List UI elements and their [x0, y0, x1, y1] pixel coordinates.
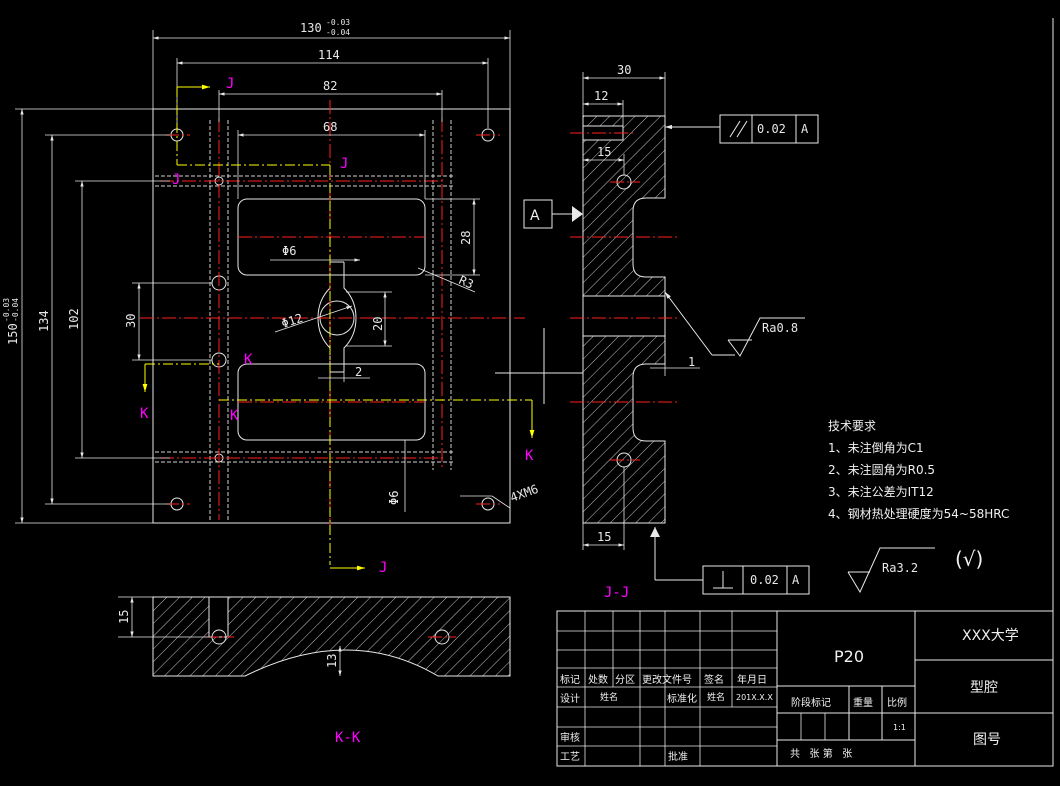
- tb-xingming-1: 姓名: [600, 691, 618, 703]
- dim-150-tol-lo: -0.04: [11, 298, 20, 322]
- dim-150: 150: [6, 323, 20, 345]
- dim-114: 114: [318, 48, 340, 62]
- tb-biaoji: 标记: [560, 674, 580, 686]
- letter-k-2: K: [140, 406, 149, 422]
- tb-scale: 1:1: [893, 723, 906, 732]
- section-kk: 15 13 K-K: [117, 596, 511, 746]
- title-block: 标记 处数 分区 更改文件号 签名 年月日 设计 姓名 标准化 姓名 201X.…: [556, 610, 1054, 767]
- section-markers: J J J J K K K K: [140, 76, 535, 576]
- roughness-ra08: Ra0.8: [762, 321, 798, 335]
- letter-k-3: K: [230, 408, 239, 424]
- plan-view: [140, 100, 525, 535]
- tb-zhongliang: 重量: [853, 696, 873, 709]
- tb-part-name: 型腔: [970, 680, 998, 696]
- dim-68: 68: [323, 120, 337, 134]
- tb-fenqu: 分区: [615, 674, 635, 686]
- dim-phi12: Φ12: [280, 311, 305, 331]
- tb-gongzhang: 共 张 第 张: [790, 747, 852, 760]
- tech-title: 技术要求: [828, 419, 876, 433]
- perpendicularity-datum: A: [792, 573, 800, 587]
- tb-nianyueri: 年月日: [737, 673, 767, 686]
- dim-phi6-a: Φ6: [282, 244, 296, 258]
- tech-item-2: 2、未注圆角为R0.5: [828, 462, 935, 477]
- dim-side-1: 1: [688, 355, 695, 369]
- gdt-annotations: A 0.02 A 0.02 A Ra0.8 Ra3.2 (√): [495, 114, 983, 595]
- datum-a-letter: A: [530, 208, 540, 224]
- dim-kk-13: 13: [325, 654, 339, 668]
- view-kk-title: K-K: [335, 730, 361, 746]
- dim-150-tol-up: -0.03: [2, 298, 11, 322]
- tb-date: 201X.X.X: [736, 693, 773, 702]
- tech-item-1: 1、未注倒角为C1: [828, 440, 924, 455]
- plate-outline: [152, 108, 511, 524]
- tb-xingming-2: 姓名: [707, 691, 725, 703]
- center-slot: [317, 262, 357, 372]
- dim-130-tol-up: -0.03: [326, 18, 350, 27]
- dim-28: 28: [459, 231, 473, 245]
- dim-kk-15: 15: [117, 610, 131, 624]
- tb-gongyi: 工艺: [560, 751, 580, 763]
- dim-102: 102: [67, 308, 81, 330]
- view-jj-title: J-J: [604, 585, 629, 601]
- dim-130: 130: [300, 21, 322, 35]
- tb-qianming: 签名: [704, 673, 724, 686]
- tb-shenhe: 审核: [560, 731, 580, 744]
- perpendicularity-frame: [702, 565, 810, 595]
- tb-sheji: 设计: [560, 692, 580, 705]
- tb-school: XXX大学: [962, 628, 1019, 644]
- tb-biaozhunhua: 标准化: [667, 692, 697, 705]
- letter-j-4: J: [379, 560, 387, 576]
- letter-k-1: K: [244, 352, 253, 368]
- letter-j-2: J: [340, 156, 348, 172]
- dim-r3: R3: [457, 273, 476, 292]
- dim-2: 2: [355, 365, 362, 379]
- tb-bili: 比例: [887, 696, 907, 709]
- dim-side-15b: 15: [597, 530, 611, 544]
- letter-k-4: K: [525, 448, 534, 464]
- technical-requirements: 技术要求 1、未注倒角为C1 2、未注圆角为R0.5 3、未注公差为IT12 4…: [828, 419, 1009, 521]
- tech-item-4: 4、钢材热处理硬度为54~58HRC: [828, 506, 1009, 521]
- section-jj: 30 12 15 15 1 J-J: [570, 63, 700, 601]
- dim-4xm6: 4XM6: [508, 482, 540, 505]
- tb-drawing-no: 图号: [973, 732, 1001, 748]
- letter-j-3: J: [172, 172, 180, 188]
- dim-134: 134: [37, 310, 51, 332]
- parallelism-datum: A: [801, 122, 809, 136]
- dim-side-12: 12: [594, 89, 608, 103]
- tb-pizhun: 批准: [668, 750, 688, 763]
- tb-wenjian: 更改文件号: [642, 673, 692, 686]
- plan-dimensions: 130 -0.03 -0.04 114 82 68 150 -0.03 -0.0…: [2, 18, 540, 524]
- letter-j-1: J: [226, 76, 234, 92]
- dim-130-tol-lo: -0.04: [326, 28, 350, 37]
- parallelism-frame: [719, 114, 819, 144]
- perpendicularity-value: 0.02: [750, 573, 779, 587]
- parallelism-value: 0.02: [757, 122, 786, 136]
- tb-chushu: 处数: [588, 673, 608, 686]
- tb-material: P20: [834, 647, 864, 666]
- roughness-general-mark: (√): [955, 547, 983, 571]
- dim-82: 82: [323, 79, 337, 93]
- dim-side-30: 30: [617, 63, 631, 77]
- roughness-ra32: Ra3.2: [882, 561, 918, 575]
- dim-20: 20: [371, 317, 385, 331]
- tech-item-3: 3、未注公差为IT12: [828, 484, 934, 499]
- dim-side-15a: 15: [597, 145, 611, 159]
- dim-30: 30: [124, 314, 138, 328]
- tb-jieduan: 阶段标记: [791, 696, 831, 709]
- dim-phi6-b: Φ6: [387, 491, 401, 505]
